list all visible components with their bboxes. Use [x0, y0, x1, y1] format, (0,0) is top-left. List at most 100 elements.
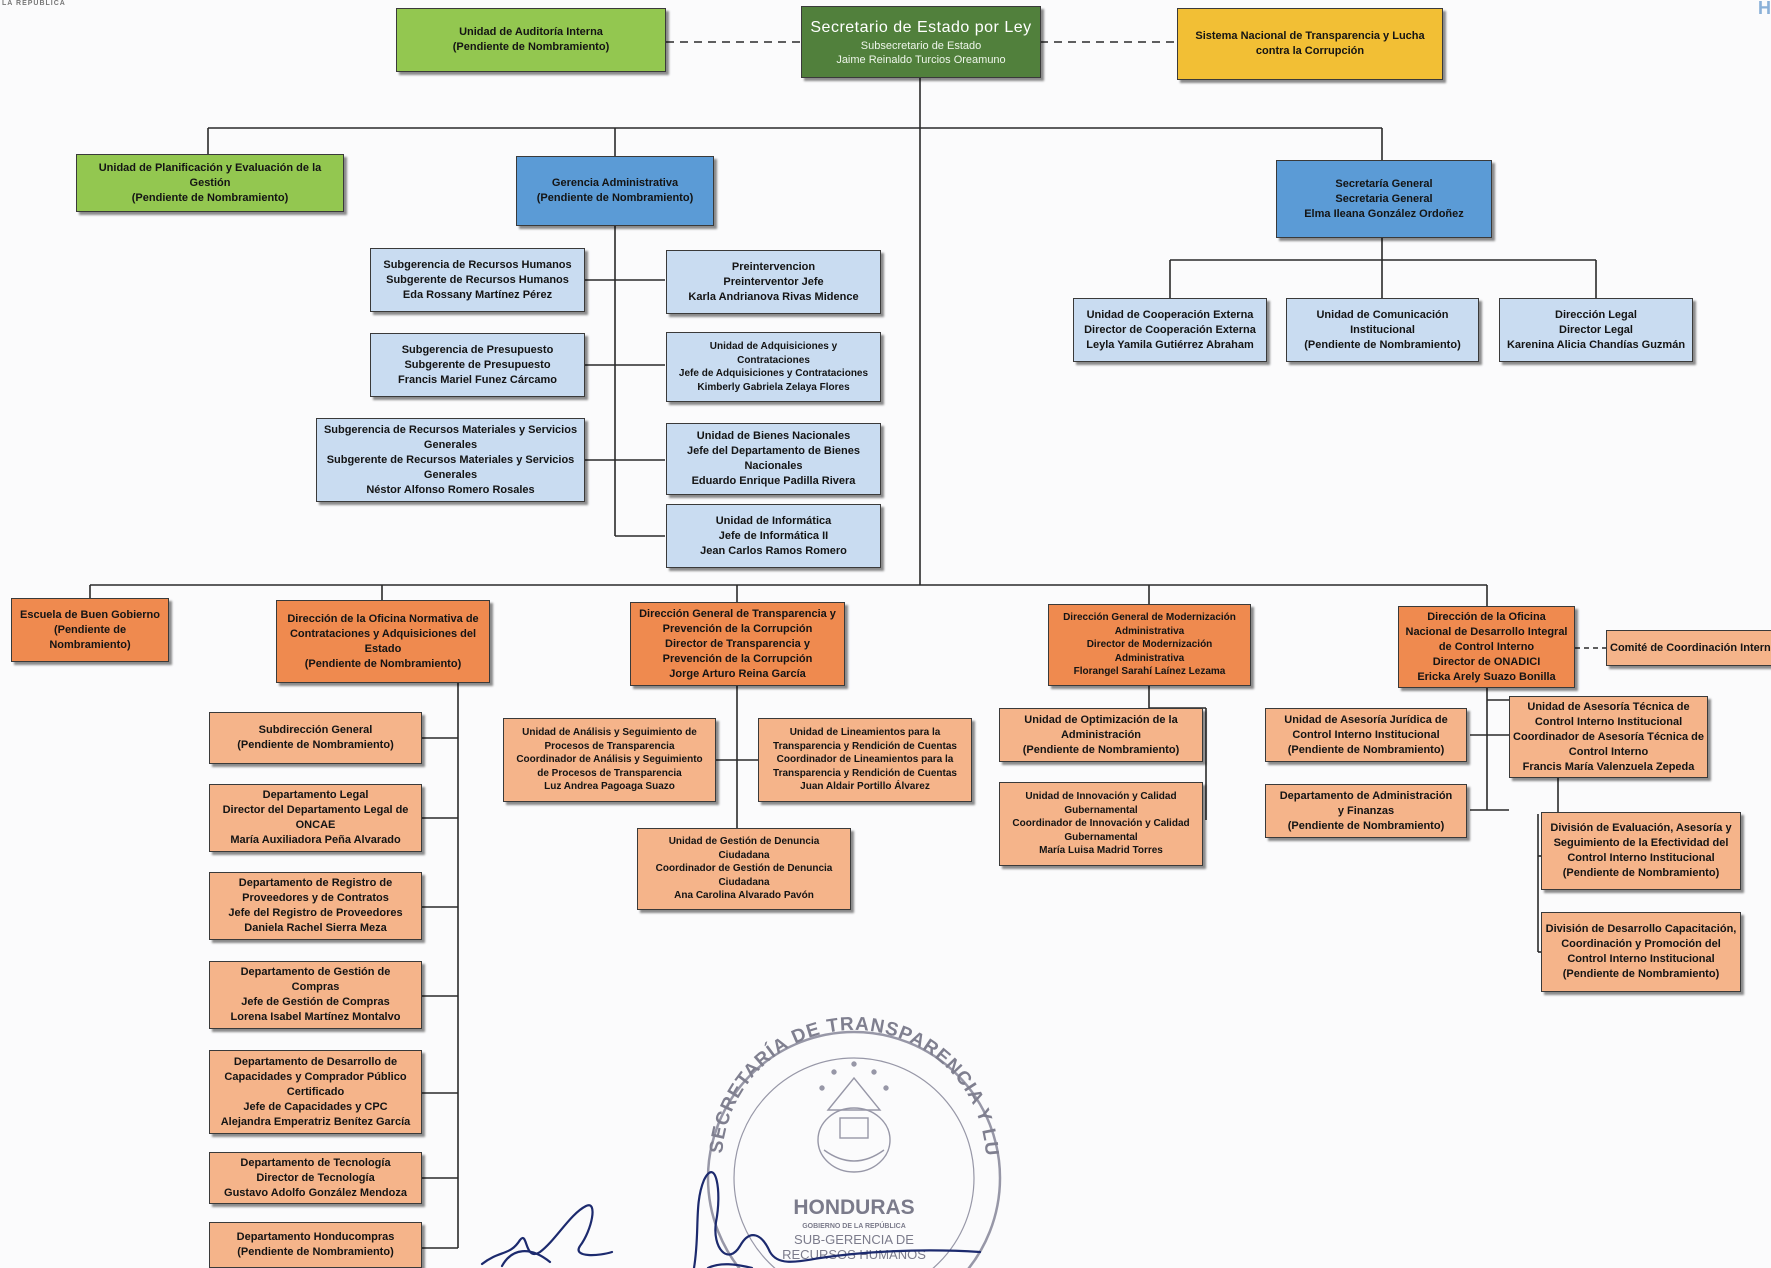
- analisis-line: de Procesos de Transparencia: [537, 767, 682, 779]
- preintervencion-line: Karla Andrianova Rivas Midence: [688, 290, 859, 303]
- secretario-box: Secretario de Estado por Ley Subsecretar…: [801, 6, 1041, 78]
- onadici-line: Ericka Arely Suazo Bonilla: [1417, 670, 1556, 683]
- lineamientos-line: Transparencia y Rendición de Cuentas: [773, 767, 957, 779]
- registro-box: Departamento de Registro de Proveedores …: [209, 872, 422, 940]
- bienes-line: Jefe del Departamento de Bienes: [686, 445, 860, 457]
- corner-logo: H: [1758, 0, 1771, 18]
- sistema-line: contra la Corrupción: [1255, 45, 1365, 57]
- escuela-line: (Pendiente de: [53, 623, 127, 636]
- legal-box: Dirección Legal Director Legal Karenina …: [1499, 298, 1693, 362]
- asesoria-tecnica-line: Control Interno: [1568, 745, 1649, 758]
- comite-line: Comité de Coordinación Interna: [1610, 641, 1771, 654]
- rrhh-line: Subgerente de Recursos Humanos: [386, 273, 569, 286]
- escuela-line: Escuela de Buen Gobierno: [20, 608, 160, 621]
- denuncia-line: Ciudadana: [718, 849, 770, 861]
- onadici-line: Dirección de la Oficina: [1427, 610, 1546, 623]
- planificacion-line: (Pendiente de Nombramiento): [131, 191, 289, 204]
- transparencia-line: Prevención de la Corrupción: [662, 622, 813, 635]
- materiales-line: Subgerente de Recursos Materiales y Serv…: [326, 453, 575, 466]
- secretario-name: Jaime Reinaldo Turcios Oreamuno: [836, 54, 1006, 66]
- secretaria-general-line: Secretaria General: [1335, 192, 1433, 205]
- capacidades-box: Departamento de Desarrollo de Capacidade…: [209, 1050, 422, 1134]
- analisis-line: Unidad de Análisis y Seguimiento de: [522, 727, 697, 739]
- bienes-line: Unidad de Bienes Nacionales: [696, 430, 851, 442]
- denuncia-line: Ana Carolina Alvarado Pavón: [674, 890, 814, 902]
- capacidades-line: Jefe de Capacidades y CPC: [243, 1100, 388, 1113]
- secretaria-general-line: Secretaría General: [1335, 177, 1433, 190]
- oncae-line: Estado: [364, 642, 402, 655]
- cooperacion-line: Director de Cooperación Externa: [1084, 323, 1256, 336]
- adquisiciones-box: Unidad de Adquisiciones y Contrataciones…: [666, 332, 881, 402]
- honducompras-line: Departamento Honducompras: [236, 1231, 395, 1243]
- materiales-line: Subgerencia de Recursos Materiales y Ser…: [323, 423, 578, 436]
- asesoria-tecnica-box: Unidad de Asesoría Técnica de Control In…: [1509, 696, 1708, 778]
- subdireccion-box: Subdirección General (Pendiente de Nombr…: [209, 712, 422, 764]
- presupuesto-box: Subgerencia de Presupuesto Subgerente de…: [370, 333, 585, 397]
- administracion-line: y Finanzas: [1337, 804, 1395, 817]
- analisis-line: Luz Andrea Pagoaga Suazo: [544, 781, 675, 793]
- comunicacion-line: Institucional: [1350, 323, 1415, 336]
- informatica-line: Jefe de Informática II: [718, 529, 829, 542]
- tecnologia-line: Gustavo Adolfo González Mendoza: [224, 1186, 407, 1199]
- planificacion-line: Unidad de Planificación y Evaluación de …: [98, 161, 322, 174]
- oncae-box: Dirección de la Oficina Normativa de Con…: [276, 600, 490, 683]
- informatica-line: Jean Carlos Ramos Romero: [700, 544, 847, 557]
- subdireccion-line: (Pendiente de Nombramiento): [237, 739, 394, 751]
- subdireccion-line: Subdirección General: [258, 724, 373, 736]
- adquisiciones-line: Kimberly Gabriela Zelaya Flores: [697, 381, 850, 393]
- optimizacion-line: Administración: [1060, 728, 1142, 741]
- gerencia-box: Gerencia Administrativa (Pendiente de No…: [516, 156, 714, 226]
- modernizacion-line: Administrativa: [1114, 652, 1185, 664]
- preintervencion-box: Preintervencion Preinterventor Jefe Karl…: [666, 250, 881, 314]
- tecnologia-box: Departamento de Tecnología Director de T…: [209, 1152, 422, 1204]
- asesoria-juridica-box: Unidad de Asesoría Jurídica de Control I…: [1265, 708, 1467, 762]
- presupuesto-line: Subgerente de Presupuesto: [404, 358, 551, 371]
- desarrollo-line: División de Desarrollo Capacitación,: [1545, 923, 1737, 935]
- dep-legal-box: Departamento Legal Director del Departam…: [209, 784, 422, 852]
- asesoria-tecnica-line: Unidad de Asesoría Técnica de: [1527, 700, 1690, 713]
- preintervencion-line: Preinterventor Jefe: [723, 275, 824, 288]
- informatica-line: Unidad de Informática: [715, 514, 832, 527]
- innovacion-line: Unidad de Innovación y Calidad: [1025, 791, 1177, 803]
- innovacion-line: Coordinador de Innovación y Calidad: [1012, 818, 1190, 830]
- modernizacion-line: Florangel Sarahí Laínez Lezama: [1073, 666, 1226, 678]
- bienes-line: Nacionales: [744, 460, 803, 472]
- honducompras-line: (Pendiente de Nombramiento): [237, 1246, 394, 1258]
- sistema-line: Sistema Nacional de Transparencia y Luch…: [1195, 30, 1425, 42]
- desarrollo-box: División de Desarrollo Capacitación, Coo…: [1541, 912, 1741, 992]
- denuncia-line: Coordinador de Gestión de Denuncia: [655, 863, 833, 875]
- escuela-line: Nombramiento): [49, 638, 131, 651]
- modernizacion-line: Director de Modernización: [1086, 639, 1213, 651]
- preintervencion-line: Preintervencion: [731, 260, 816, 273]
- header-logo-text: LA REPÚBLICA: [2, 0, 66, 7]
- legal-line: Dirección Legal: [1555, 308, 1637, 321]
- administracion-line: Departamento de Administración: [1279, 789, 1453, 802]
- modernizacion-line: Administrativa: [1114, 625, 1185, 637]
- cooperacion-line: Unidad de Cooperación Externa: [1086, 308, 1254, 321]
- secretario-role: Subsecretario de Estado: [860, 40, 982, 52]
- oncae-line: Contrataciones y Adquisiciones del: [289, 627, 477, 640]
- lineamientos-line: Transparencia y Rendición de Cuentas: [773, 740, 957, 752]
- tecnologia-line: Departamento de Tecnología: [240, 1156, 391, 1169]
- cooperacion-box: Unidad de Cooperación Externa Director d…: [1073, 298, 1267, 362]
- materiales-line: Generales: [423, 438, 478, 451]
- comunicacion-line: Unidad de Comunicación: [1316, 308, 1449, 321]
- materiales-line: Generales: [423, 468, 478, 481]
- modernizacion-line: Dirección General de Modernización: [1063, 612, 1236, 624]
- legal-line: Karenina Alicia Chandías Guzmán: [1506, 338, 1686, 351]
- transparencia-line: Dirección General de Transparencia y: [639, 607, 836, 620]
- onadici-line: Director de ONADICI: [1432, 655, 1541, 668]
- gestion-compras-line: Lorena Isabel Martínez Montalvo: [230, 1011, 401, 1023]
- gerencia-line: (Pendiente de Nombramiento): [536, 192, 694, 204]
- innovacion-line: Gubernamental: [1064, 804, 1138, 816]
- materiales-box: Subgerencia de Recursos Materiales y Ser…: [316, 418, 585, 502]
- secretaria-general-line: Elma Ileana González Ordoñez: [1304, 207, 1464, 220]
- asesoria-tecnica-line: Coordinador de Asesoría Técnica de: [1513, 730, 1704, 743]
- adquisiciones-line: Jefe de Adquisiciones y Contrataciones: [678, 368, 869, 379]
- lineamientos-line: Coordinador de Lineamientos para la: [776, 754, 954, 766]
- dep-legal-line: Director del Departamento Legal de: [222, 804, 409, 816]
- gestion-compras-line: Departamento de Gestión de: [240, 966, 391, 978]
- capacidades-line: Alejandra Emperatriz Benítez García: [220, 1115, 411, 1128]
- asesoria-tecnica-line: Control Interno Institucional: [1534, 715, 1683, 728]
- desarrollo-line: Coordinación y Promoción del: [1561, 938, 1721, 950]
